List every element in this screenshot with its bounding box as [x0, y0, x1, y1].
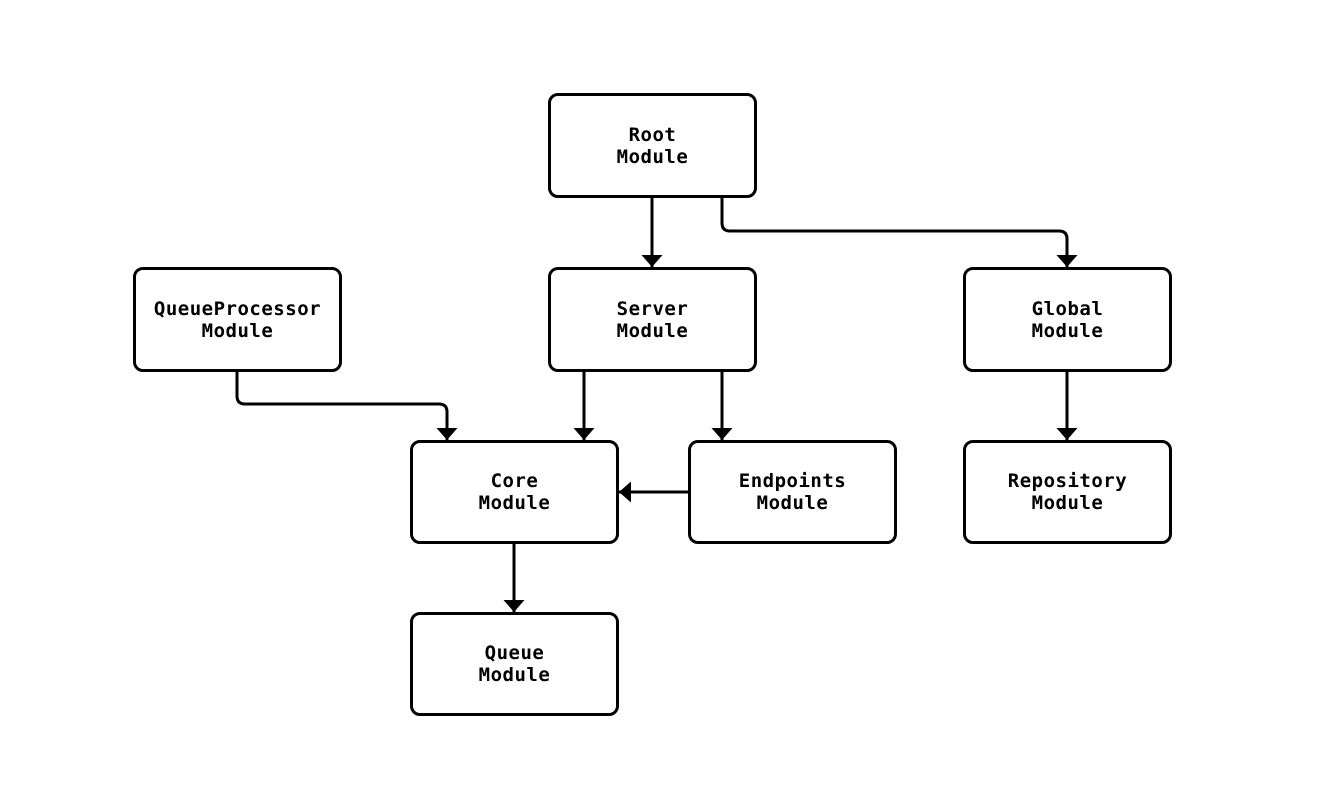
node-label: Module	[201, 319, 274, 342]
node-label: Module	[1031, 319, 1104, 342]
edge-queueprocessor-to-core	[235, 372, 458, 440]
node-label: Module	[1031, 492, 1104, 514]
node-label: Module	[478, 492, 551, 514]
node-label: Endpoints	[738, 470, 847, 492]
node-label: Module	[616, 319, 689, 342]
node-label: Root	[628, 123, 677, 146]
node-label: Server	[616, 297, 689, 320]
node-label: Core	[490, 470, 539, 492]
edge-root-to-global	[720, 198, 1078, 267]
node-label: Queue	[484, 642, 545, 664]
node-label: QueueProcessor	[153, 297, 322, 320]
node-label: Global	[1031, 297, 1104, 320]
node-label: Repository	[1007, 470, 1128, 492]
node-label: Module	[478, 664, 551, 686]
node-label: Module	[756, 492, 829, 514]
node-label: Module	[616, 145, 689, 168]
